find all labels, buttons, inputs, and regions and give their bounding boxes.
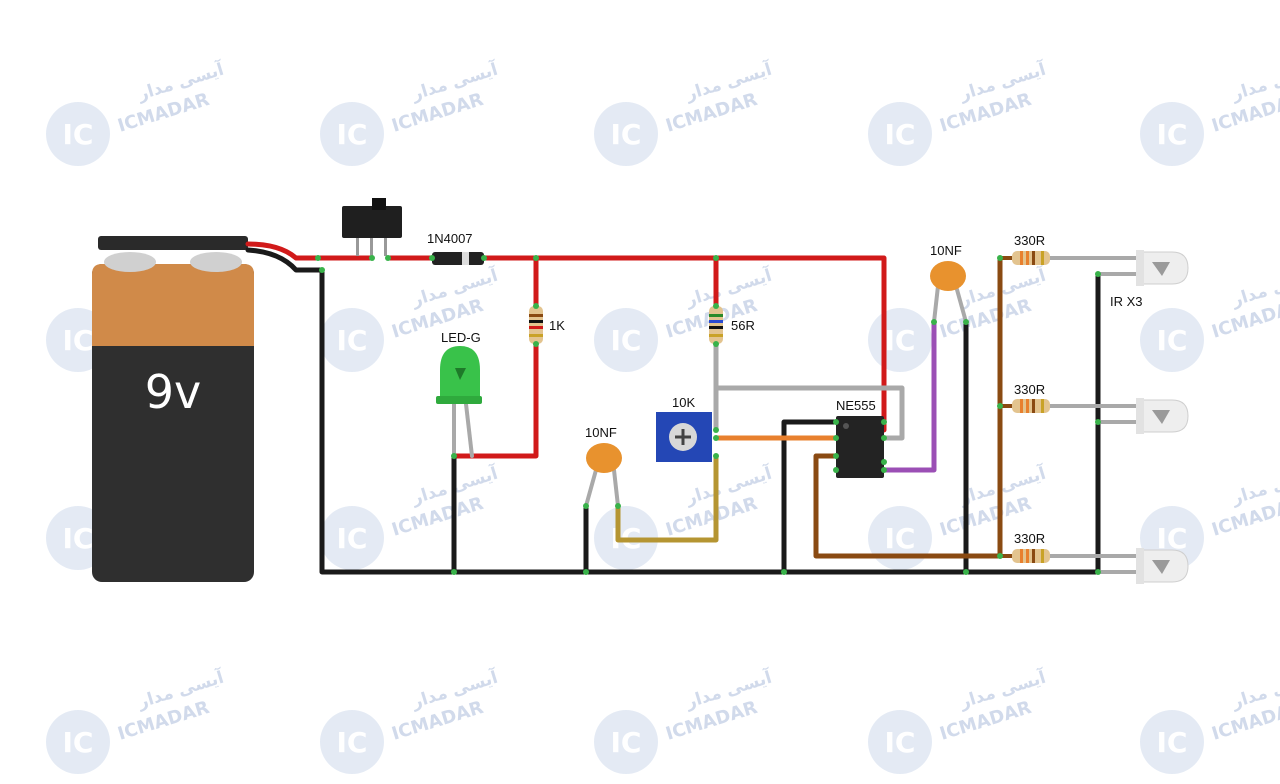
wire-ground-rail — [319, 267, 1101, 575]
cap2-leg-a — [932, 284, 940, 324]
battery-label: 9v — [145, 365, 202, 419]
led-label: LED-G — [441, 330, 481, 345]
svg-text:IC: IC — [885, 726, 916, 759]
junctions — [315, 255, 1101, 575]
battery: 9v — [92, 236, 254, 582]
r2-label: 56R — [731, 318, 755, 333]
svg-text:IC: IC — [337, 118, 368, 151]
wire-battery-negative — [245, 247, 325, 273]
r3-label: 330R — [1014, 233, 1045, 248]
led-green: LED-G — [436, 330, 482, 404]
cap1-label: 10NF — [585, 425, 617, 440]
cap1-leg-b — [612, 468, 620, 508]
svg-text:IC: IC — [1157, 118, 1188, 151]
svg-text:IC: IC — [885, 118, 916, 151]
resistor-330r-2: 330R — [1012, 382, 1050, 413]
ir-led-1 — [1136, 250, 1189, 286]
resistor-56r: 56R — [709, 306, 755, 344]
svg-text:IC: IC — [1157, 324, 1188, 357]
svg-text:IC: IC — [1157, 726, 1188, 759]
svg-text:IC: IC — [337, 324, 368, 357]
pot-label: 10K — [672, 395, 695, 410]
svg-text:IC: IC — [63, 726, 94, 759]
r1-label: 1K — [549, 318, 565, 333]
slide-switch[interactable] — [342, 198, 402, 256]
battery-terminal-pos — [190, 252, 242, 272]
wire-battery-positive — [245, 241, 321, 261]
wire-1k-to-led — [451, 341, 539, 459]
svg-text:IC: IC — [611, 324, 642, 357]
resistor-330r-1: 330R — [1012, 233, 1050, 265]
svg-text:IC: IC — [63, 118, 94, 151]
led-leg-anode — [464, 402, 474, 458]
r4-label: 330R — [1014, 382, 1045, 397]
svg-text:IC: IC — [611, 118, 642, 151]
capacitor-10nf-1: 10NF — [585, 425, 622, 473]
potentiometer-10k[interactable]: 10K — [656, 395, 712, 462]
svg-text:IC: IC — [63, 522, 94, 555]
svg-text:IC: IC — [337, 522, 368, 555]
ir-label: IR X3 — [1110, 294, 1143, 309]
capacitor-10nf-2: 10NF — [930, 243, 966, 291]
ir-led-3 — [1136, 548, 1189, 584]
svg-text:IC: IC — [337, 726, 368, 759]
diode-1n4007: 1N4007 — [427, 231, 484, 265]
resistor-1k: 1K — [529, 306, 565, 344]
battery-snap — [98, 236, 248, 250]
wire-56r-to-ic — [713, 341, 905, 441]
wire-positive-rail — [481, 255, 887, 433]
battery-terminal-neg — [104, 252, 156, 272]
r5-label: 330R — [1014, 531, 1045, 546]
svg-text:IC: IC — [885, 324, 916, 357]
wire-ic-ground — [781, 419, 839, 575]
wire-ic-to-cap2 — [881, 319, 937, 473]
wire-pot-to-cap1 — [615, 453, 719, 543]
wire-ic-output — [813, 453, 1003, 559]
ir-led-2 — [1136, 398, 1189, 434]
svg-text:IC: IC — [885, 522, 916, 555]
ic-label: NE555 — [836, 398, 876, 413]
wires — [245, 241, 1142, 575]
cap2-leg-b — [954, 284, 968, 324]
resistor-330r-3: 330R — [1012, 531, 1050, 563]
svg-text:IC: IC — [63, 324, 94, 357]
ic-ne555: NE555 — [836, 398, 884, 478]
svg-text:IC: IC — [611, 726, 642, 759]
cap1-leg-a — [584, 468, 598, 508]
diode-label: 1N4007 — [427, 231, 473, 246]
cap2-label: 10NF — [930, 243, 962, 258]
